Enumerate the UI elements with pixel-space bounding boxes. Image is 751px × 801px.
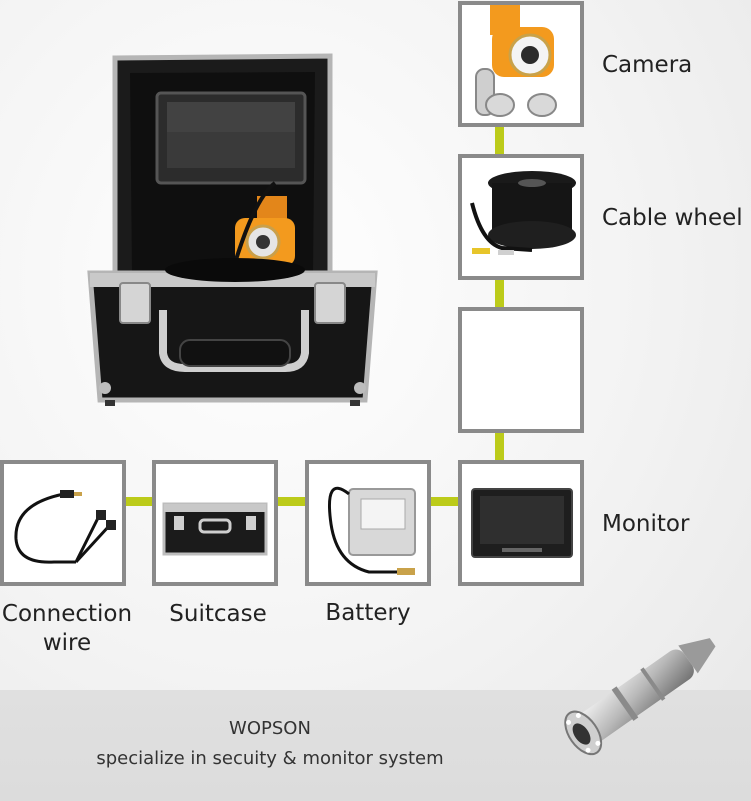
cable-wheel-icon (470, 171, 576, 255)
brand-tagline: specialize in secuity & monitor system (96, 748, 444, 769)
camera-icon (475, 5, 557, 117)
suitcase-label: Suitcase (169, 601, 267, 627)
connection-wire-label-line2: wire (42, 630, 92, 656)
blank-tile (458, 307, 584, 433)
cable-wheel-tile (458, 154, 584, 280)
battery-tile (305, 460, 431, 586)
connection-wire-tile (0, 460, 126, 586)
camera-tile (458, 1, 584, 127)
connection-wire-label-line1: Connection (1, 601, 133, 627)
product-kit-image (87, 53, 378, 406)
connector-camera-cable (495, 125, 504, 155)
cable-wheel-label: Cable wheel (602, 205, 743, 231)
connection-wire-icon (14, 490, 116, 564)
monitor-icon (471, 488, 573, 558)
suitcase-tile (152, 460, 278, 586)
pipe-camera-icon (564, 638, 716, 756)
connector-cable-blank (495, 278, 504, 309)
brand-name: WOPSON (229, 718, 311, 739)
connector-blank-monitor (495, 431, 504, 462)
monitor-label: Monitor (602, 511, 690, 537)
camera-label: Camera (602, 52, 693, 78)
connector-wire-suitcase (125, 497, 154, 506)
battery-icon (327, 486, 416, 575)
battery-label: Battery (325, 600, 411, 626)
connector-suitcase-battery (278, 497, 307, 506)
connector-battery-monitor (430, 497, 460, 506)
suitcase-icon (162, 502, 268, 556)
monitor-tile (458, 460, 584, 586)
